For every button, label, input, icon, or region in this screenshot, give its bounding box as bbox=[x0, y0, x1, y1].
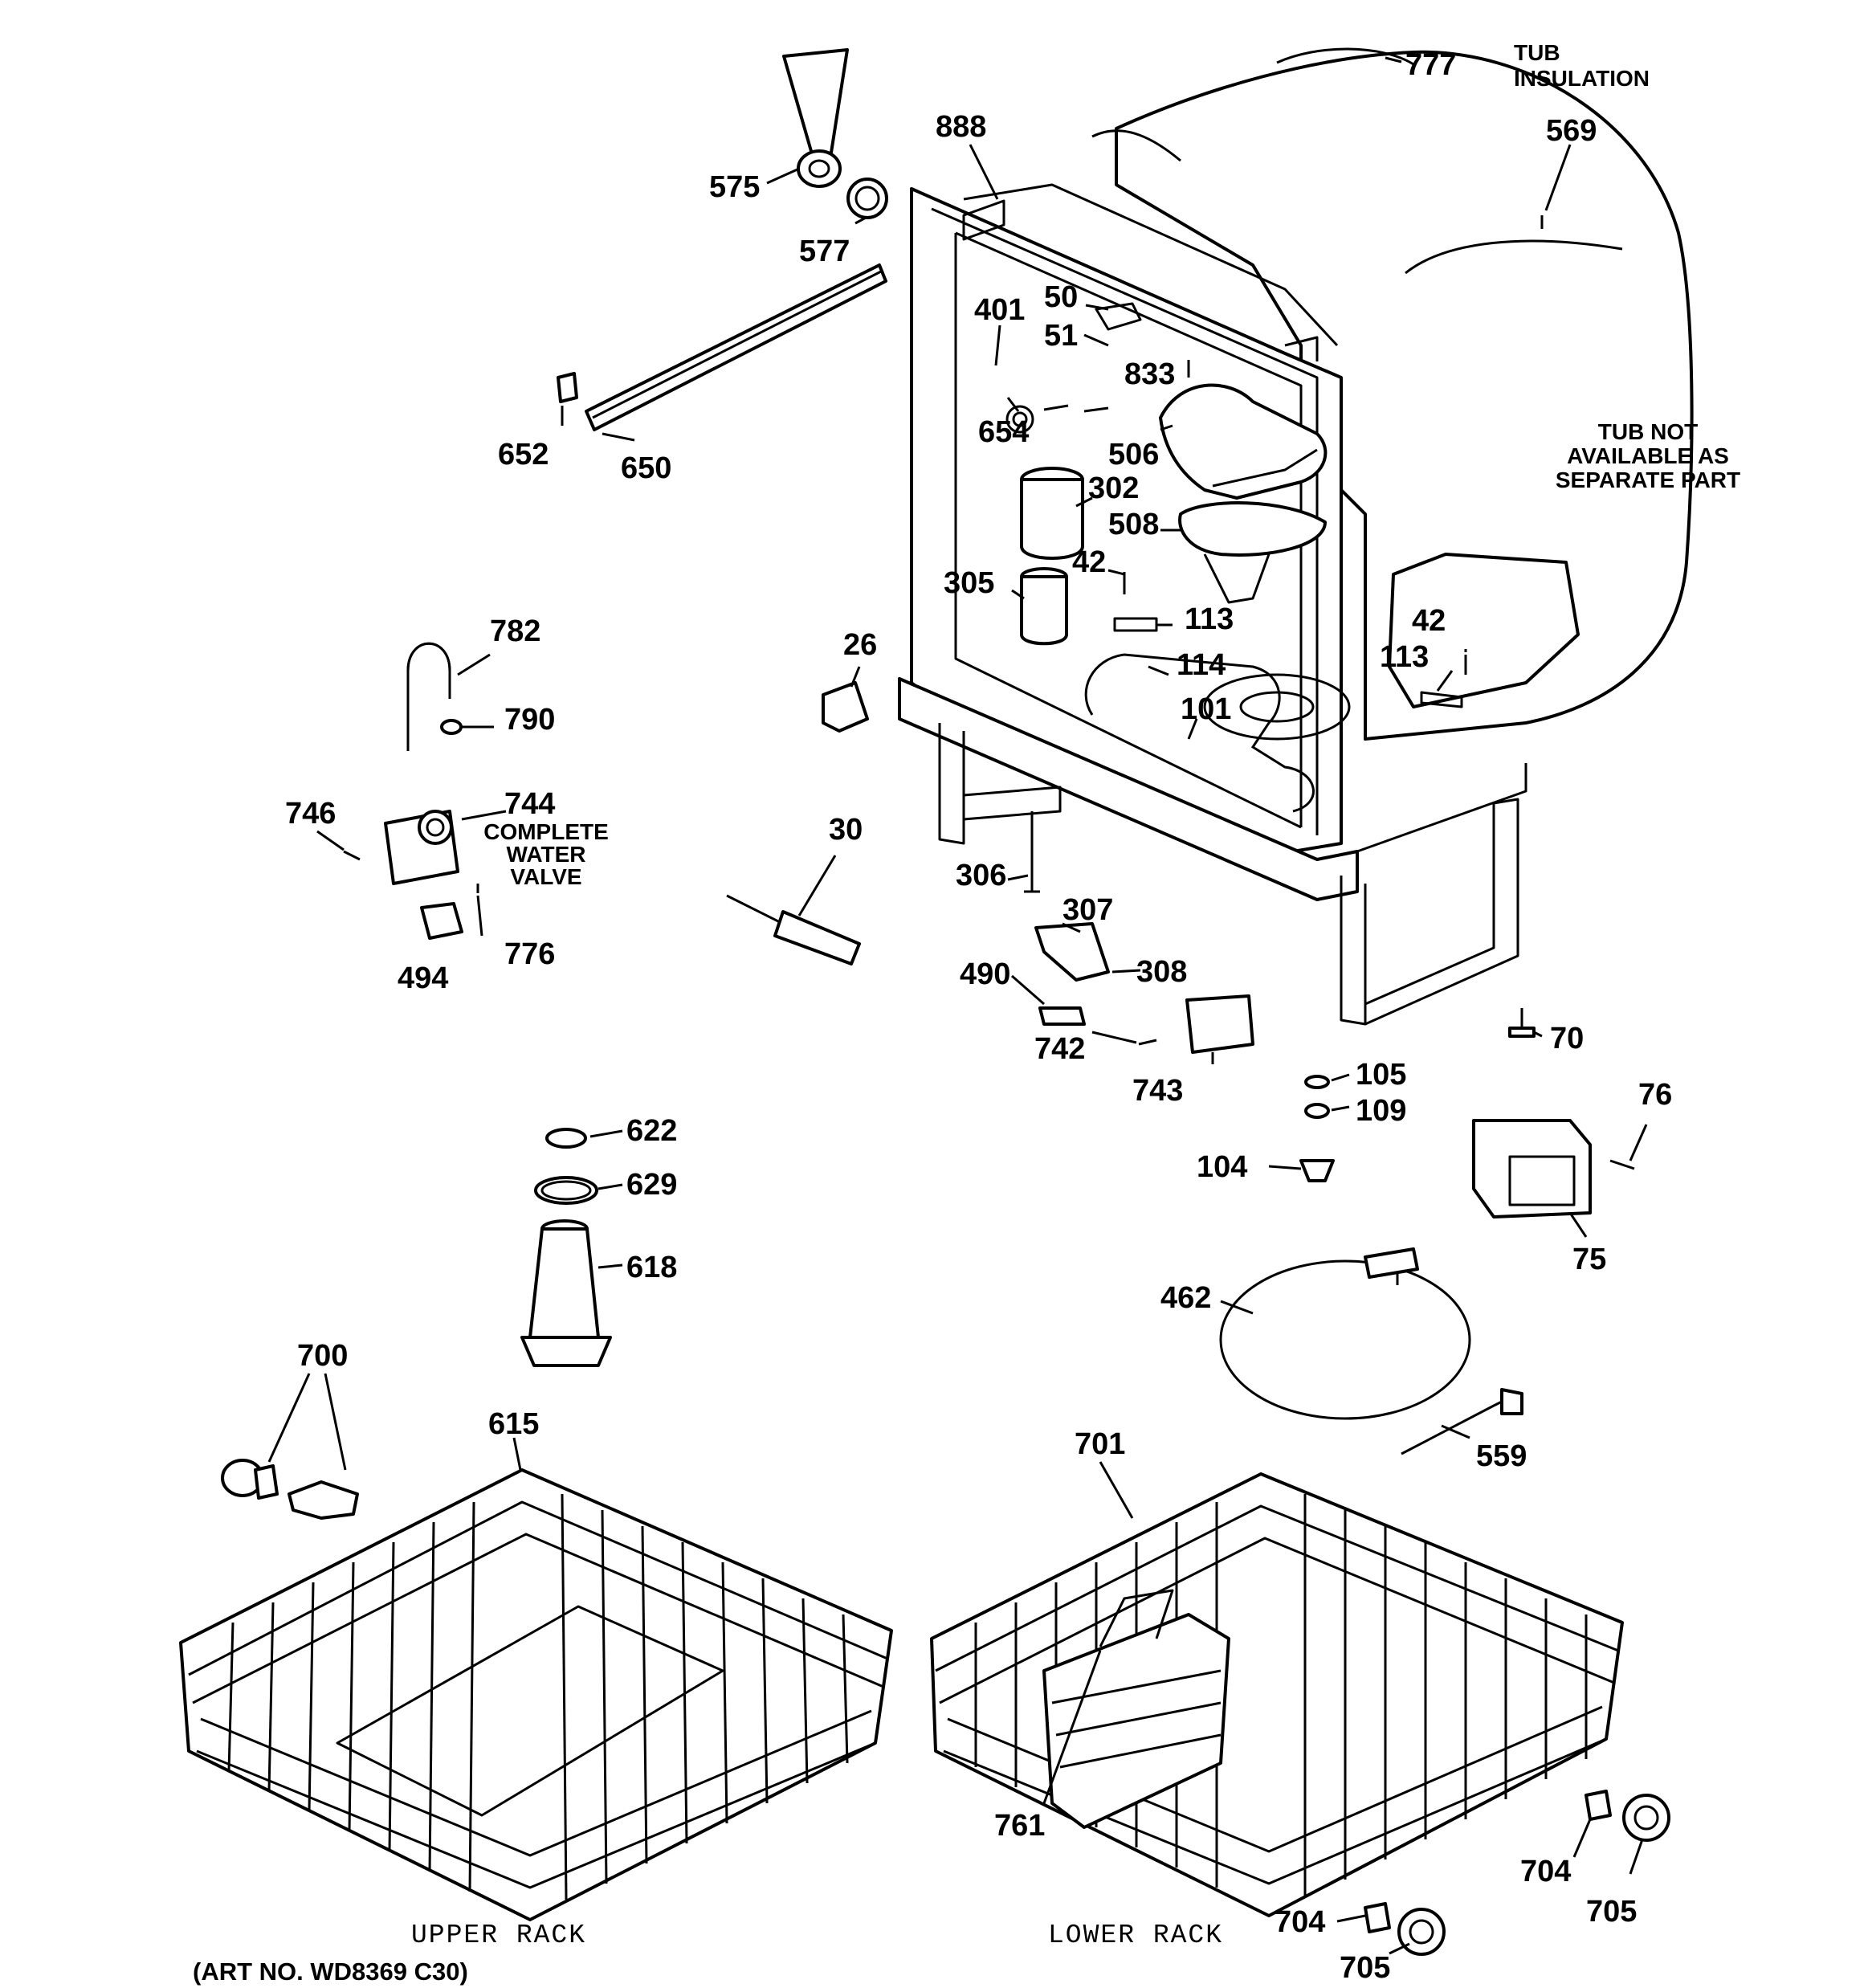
part-label-109: 109 bbox=[1356, 1094, 1406, 1128]
part-label-577: 577 bbox=[799, 235, 850, 268]
note-tub-not-available-line1: TUB NOT bbox=[1598, 419, 1698, 444]
part-label-569: 569 bbox=[1546, 114, 1597, 148]
part-label-705-lower: 705 bbox=[1340, 1951, 1390, 1985]
door-spring bbox=[726, 894, 784, 925]
part-label-700: 700 bbox=[297, 1339, 348, 1373]
part-label-743: 743 bbox=[1132, 1074, 1183, 1108]
part-label-76: 76 bbox=[1638, 1078, 1672, 1112]
part-label-705: 705 bbox=[1586, 1895, 1637, 1929]
part-label-742: 742 bbox=[1034, 1032, 1085, 1066]
wash-tower bbox=[528, 1227, 600, 1339]
note-water-valve-line2: WATER bbox=[506, 842, 585, 867]
part-label-704: 704 bbox=[1520, 1855, 1571, 1888]
part-labels: 777 569 888 575 577 401 50 51 833 652 65… bbox=[285, 48, 1672, 1985]
part-label-652: 652 bbox=[498, 438, 549, 471]
part-label-618: 618 bbox=[626, 1251, 677, 1284]
part-label-790: 790 bbox=[504, 703, 555, 737]
part-label-746: 746 bbox=[285, 797, 336, 831]
note-water-valve-line1: COMPLETE bbox=[483, 819, 609, 844]
captions: UPPER RACK LOWER RACK (ART NO. WD8369 C3… bbox=[193, 1921, 1223, 1986]
part-label-508: 508 bbox=[1108, 508, 1159, 541]
part-label-50: 50 bbox=[1044, 280, 1078, 314]
part-label-42-right: 42 bbox=[1412, 604, 1446, 638]
part-label-559: 559 bbox=[1476, 1439, 1527, 1473]
notes: TUB INSULATION TUB NOT AVAILABLE AS SEPA… bbox=[483, 40, 1740, 889]
part-label-490: 490 bbox=[960, 957, 1010, 991]
part-label-75: 75 bbox=[1572, 1243, 1606, 1276]
part-label-622: 622 bbox=[626, 1114, 677, 1148]
part-label-704-lower: 704 bbox=[1275, 1905, 1325, 1939]
note-tub-not-available-line3: SEPARATE PART bbox=[1556, 467, 1740, 492]
part-label-401: 401 bbox=[974, 293, 1025, 327]
part-label-888: 888 bbox=[936, 110, 986, 144]
tub-assembly bbox=[898, 47, 1694, 1026]
part-label-113: 113 bbox=[1185, 602, 1234, 636]
part-label-113-right: 113 bbox=[1380, 640, 1429, 674]
part-label-615: 615 bbox=[488, 1407, 539, 1441]
part-label-26: 26 bbox=[843, 628, 877, 662]
part-label-701: 701 bbox=[1075, 1427, 1125, 1461]
part-label-629: 629 bbox=[626, 1168, 677, 1202]
note-tub-insulation-line1: TUB bbox=[1514, 40, 1560, 65]
caption-art-number: (ART NO. WD8369 C30) bbox=[193, 1957, 468, 1986]
part-label-105: 105 bbox=[1356, 1058, 1406, 1092]
part-label-307: 307 bbox=[1062, 893, 1113, 927]
loose-parts bbox=[221, 48, 1670, 1956]
drain-hose bbox=[406, 642, 451, 751]
part-label-494: 494 bbox=[398, 961, 448, 995]
heating-element bbox=[1084, 653, 1315, 813]
leader-lines bbox=[267, 56, 1648, 1955]
part-label-506: 506 bbox=[1108, 438, 1159, 471]
silverware-basket bbox=[1042, 1613, 1230, 1829]
caption-upper-rack: UPPER RACK bbox=[411, 1921, 586, 1950]
part-label-104: 104 bbox=[1197, 1150, 1247, 1184]
part-label-654: 654 bbox=[978, 415, 1029, 449]
part-label-462: 462 bbox=[1160, 1281, 1211, 1315]
part-label-744: 744 bbox=[504, 787, 555, 821]
vent-funnel bbox=[782, 48, 849, 158]
part-label-833: 833 bbox=[1124, 357, 1175, 391]
part-label-70: 70 bbox=[1550, 1022, 1584, 1055]
part-label-650: 650 bbox=[621, 451, 671, 485]
note-tub-insulation-line2: INSULATION bbox=[1514, 66, 1650, 91]
part-label-42: 42 bbox=[1072, 545, 1106, 579]
caption-lower-rack: LOWER RACK bbox=[1048, 1921, 1223, 1950]
part-label-101: 101 bbox=[1181, 692, 1231, 726]
part-label-308: 308 bbox=[1136, 955, 1187, 989]
part-label-782: 782 bbox=[490, 614, 540, 648]
junction-box bbox=[1472, 1119, 1592, 1219]
fill-hose bbox=[1219, 1259, 1471, 1420]
gasket-strip bbox=[585, 263, 887, 431]
part-label-776: 776 bbox=[504, 937, 555, 971]
lower-rack bbox=[930, 1472, 1624, 1917]
note-water-valve-line3: VALVE bbox=[510, 864, 581, 889]
part-label-305: 305 bbox=[944, 566, 994, 600]
part-26-shape bbox=[822, 681, 869, 733]
part-label-306: 306 bbox=[956, 859, 1006, 892]
part-label-761: 761 bbox=[994, 1809, 1045, 1843]
part-label-51: 51 bbox=[1044, 319, 1078, 353]
part-label-777: 777 bbox=[1405, 48, 1456, 82]
part-label-575: 575 bbox=[709, 170, 760, 204]
part-label-302: 302 bbox=[1088, 471, 1139, 505]
upper-rack bbox=[179, 1468, 893, 1921]
part-label-30: 30 bbox=[829, 813, 863, 847]
note-tub-not-available-line2: AVAILABLE AS bbox=[1567, 443, 1729, 468]
part-label-114: 114 bbox=[1177, 648, 1226, 682]
